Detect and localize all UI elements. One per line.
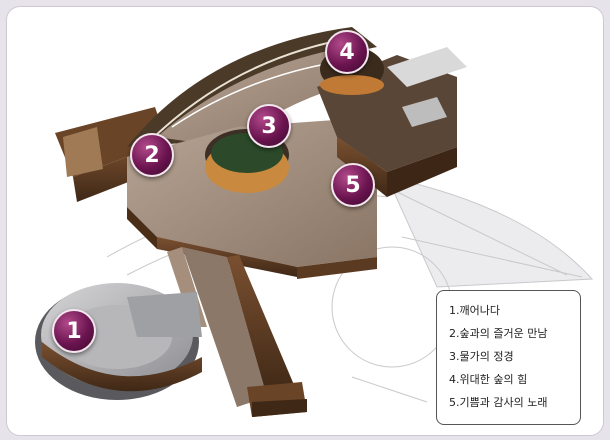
zone-marker-1[interactable]: 1 bbox=[52, 309, 96, 353]
bottom-block bbox=[247, 382, 307, 417]
legend-item-5[interactable]: 5.기쁨과 감사의 노래 bbox=[449, 396, 548, 409]
legend-item-4[interactable]: 4.위대한 숲의 힘 bbox=[449, 373, 528, 386]
map-frame: 1 2 3 4 5 1.깨어나다 2.숲과의 즐거운 만남 3.물가의 정경 4… bbox=[6, 6, 604, 436]
legend-item-1[interactable]: 1.깨어나다 bbox=[449, 304, 500, 317]
zone-marker-2[interactable]: 2 bbox=[130, 133, 174, 177]
zone-marker-3[interactable]: 3 bbox=[247, 104, 291, 148]
legend-item-3[interactable]: 3.물가의 정경 bbox=[449, 350, 514, 363]
zone-marker-5[interactable]: 5 bbox=[331, 163, 375, 207]
zone-marker-4[interactable]: 4 bbox=[325, 30, 369, 74]
zone-legend: 1.깨어나다 2.숲과의 즐거운 만남 3.물가의 정경 4.위대한 숲의 힘 … bbox=[436, 290, 581, 425]
legend-item-2[interactable]: 2.숲과의 즐거운 만남 bbox=[449, 327, 548, 340]
